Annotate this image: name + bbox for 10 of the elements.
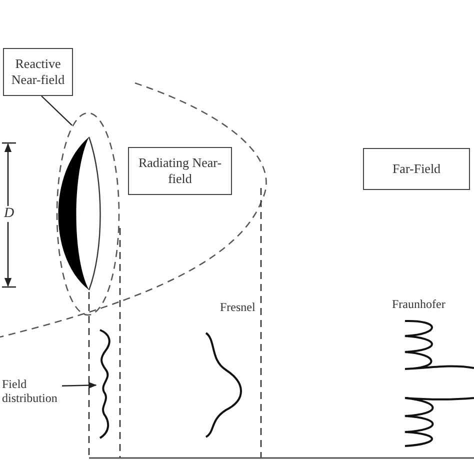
region-label: Fraunhofer [392, 297, 446, 312]
far-field-box: Far-Field [363, 148, 470, 190]
region-label: Fresnel [220, 300, 256, 315]
reactive-boundary-ellipse [56, 112, 120, 316]
leader-line [41, 96, 72, 126]
radiating-near-field-box: Radiating Near-field [128, 147, 232, 195]
dimension-label: D [3, 206, 16, 222]
arrow [62, 382, 97, 389]
field-distribution-label: Field distribution [2, 376, 62, 406]
reactive-near-field-box: Reactive Near-field [3, 48, 73, 96]
